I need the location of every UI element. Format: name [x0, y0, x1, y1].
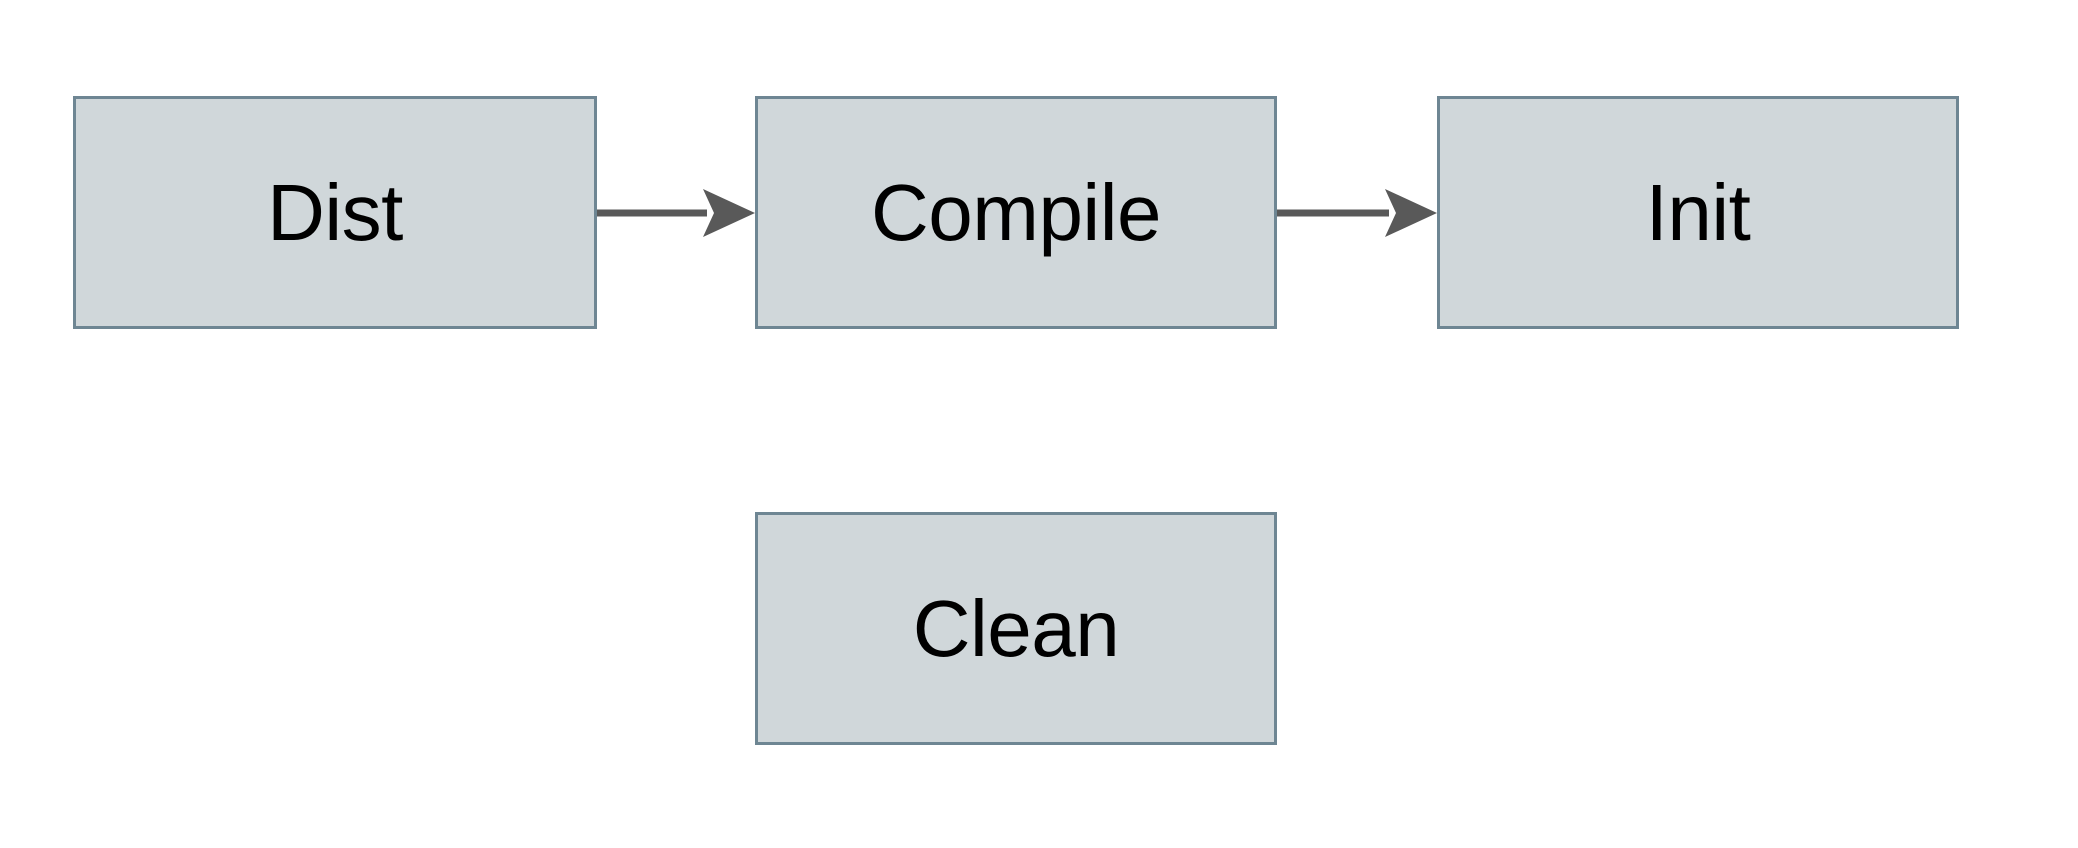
node-init[interactable]: Init [1437, 96, 1959, 329]
edge-compile-to-init[interactable] [1277, 189, 1437, 237]
node-dist[interactable]: Dist [73, 96, 597, 329]
node-clean[interactable]: Clean [755, 512, 1277, 745]
node-init-label: Init [1645, 167, 1751, 257]
edge-compile-to-init-arrowhead [1385, 189, 1437, 237]
edge-dist-to-compile-arrowhead [703, 189, 755, 237]
edge-dist-to-compile[interactable] [597, 189, 755, 237]
node-clean-label: Clean [912, 583, 1120, 673]
node-dist-label: Dist [267, 167, 403, 257]
node-compile-label: Compile [871, 167, 1161, 257]
node-compile[interactable]: Compile [755, 96, 1277, 329]
